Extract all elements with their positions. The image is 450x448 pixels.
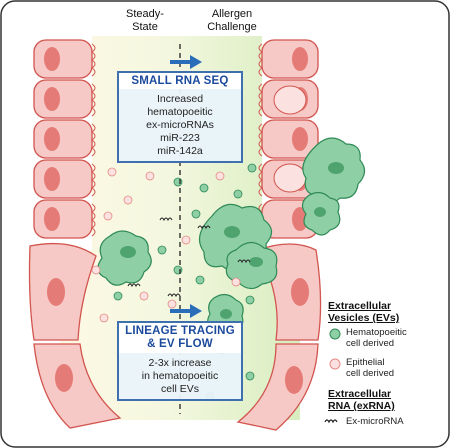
small-rna-seq-title: SMALL RNA SEQ (119, 73, 241, 89)
legend-epi-line1: Epithelial (346, 357, 385, 368)
steady-state-line1: Steady- (126, 8, 164, 20)
legend-ev-title-line1: Extracellular (328, 300, 392, 312)
legend-rna-title-line2: RNA (exRNA) (328, 400, 395, 412)
legend-ev-title-line2: Vesicles (EVs) (328, 312, 400, 324)
challenge-arrow-bottom (170, 304, 202, 318)
steady-state-line2: State (132, 21, 158, 33)
lineage-tracing-box: LINEAGE TRACING & EV FLOW 2-3x increase … (117, 321, 243, 401)
small-rna-seq-box: SMALL RNA SEQ Increased hematopoeitic ex… (117, 71, 243, 163)
allergen-challenge-label: Allergen Challenge (192, 8, 272, 34)
steady-state-label: Steady- State (110, 8, 180, 34)
left-cilia (91, 43, 96, 237)
goblet-cells (273, 85, 307, 193)
small-rna-line-2: hematopoeitic (147, 106, 213, 118)
lineage-line-1: 2-3x increase (148, 357, 212, 369)
legend-epithelial-dot (329, 358, 341, 370)
ex-microrna-glyphs (127, 217, 251, 298)
legend-epithelial-label: Epithelial cell derived (346, 357, 394, 379)
challenge-arrow-top (170, 55, 202, 69)
left-nuclei (44, 47, 73, 392)
small-rna-line-5: miR-142a (157, 145, 203, 157)
legend-hematopoietic-label: Hematopoeitic cell derived (346, 327, 407, 349)
allergen-challenge-line2: Challenge (207, 21, 257, 33)
lineage-title-line2: & EV FLOW (147, 338, 213, 350)
legend-hema-line2: cell derived (346, 338, 395, 349)
ev-epithelial-dots (91, 167, 241, 323)
legend-microrna-label: Ex-microRNA (346, 416, 404, 427)
small-rna-line-1: Increased (156, 93, 204, 105)
legend-microrna-icon (324, 419, 338, 424)
small-rna-line-3: ex-microRNAs (146, 119, 214, 131)
legend-rna-title: Extracellular RNA (exRNA) (328, 388, 395, 412)
lineage-line-2: in hematopoeitic (141, 370, 219, 382)
legend-ev-title: Extracellular Vesicles (EVs) (328, 300, 399, 324)
small-rna-line-4: miR-223 (160, 132, 200, 144)
lineage-title-line1: LINEAGE TRACING (125, 325, 235, 337)
allergen-challenge-line1: Allergen (211, 8, 253, 20)
legend-hematopoietic-dot (329, 328, 341, 340)
legend-rna-title-line1: Extracellular (328, 388, 392, 400)
legend-epi-line2: cell derived (346, 368, 395, 379)
lineage-line-3: cell EVs (161, 383, 199, 395)
hematopoietic-nuclei (120, 162, 344, 319)
lineage-tracing-title: LINEAGE TRACING & EV FLOW (119, 323, 241, 353)
legend-hema-line1: Hematopoeitic (346, 327, 407, 338)
